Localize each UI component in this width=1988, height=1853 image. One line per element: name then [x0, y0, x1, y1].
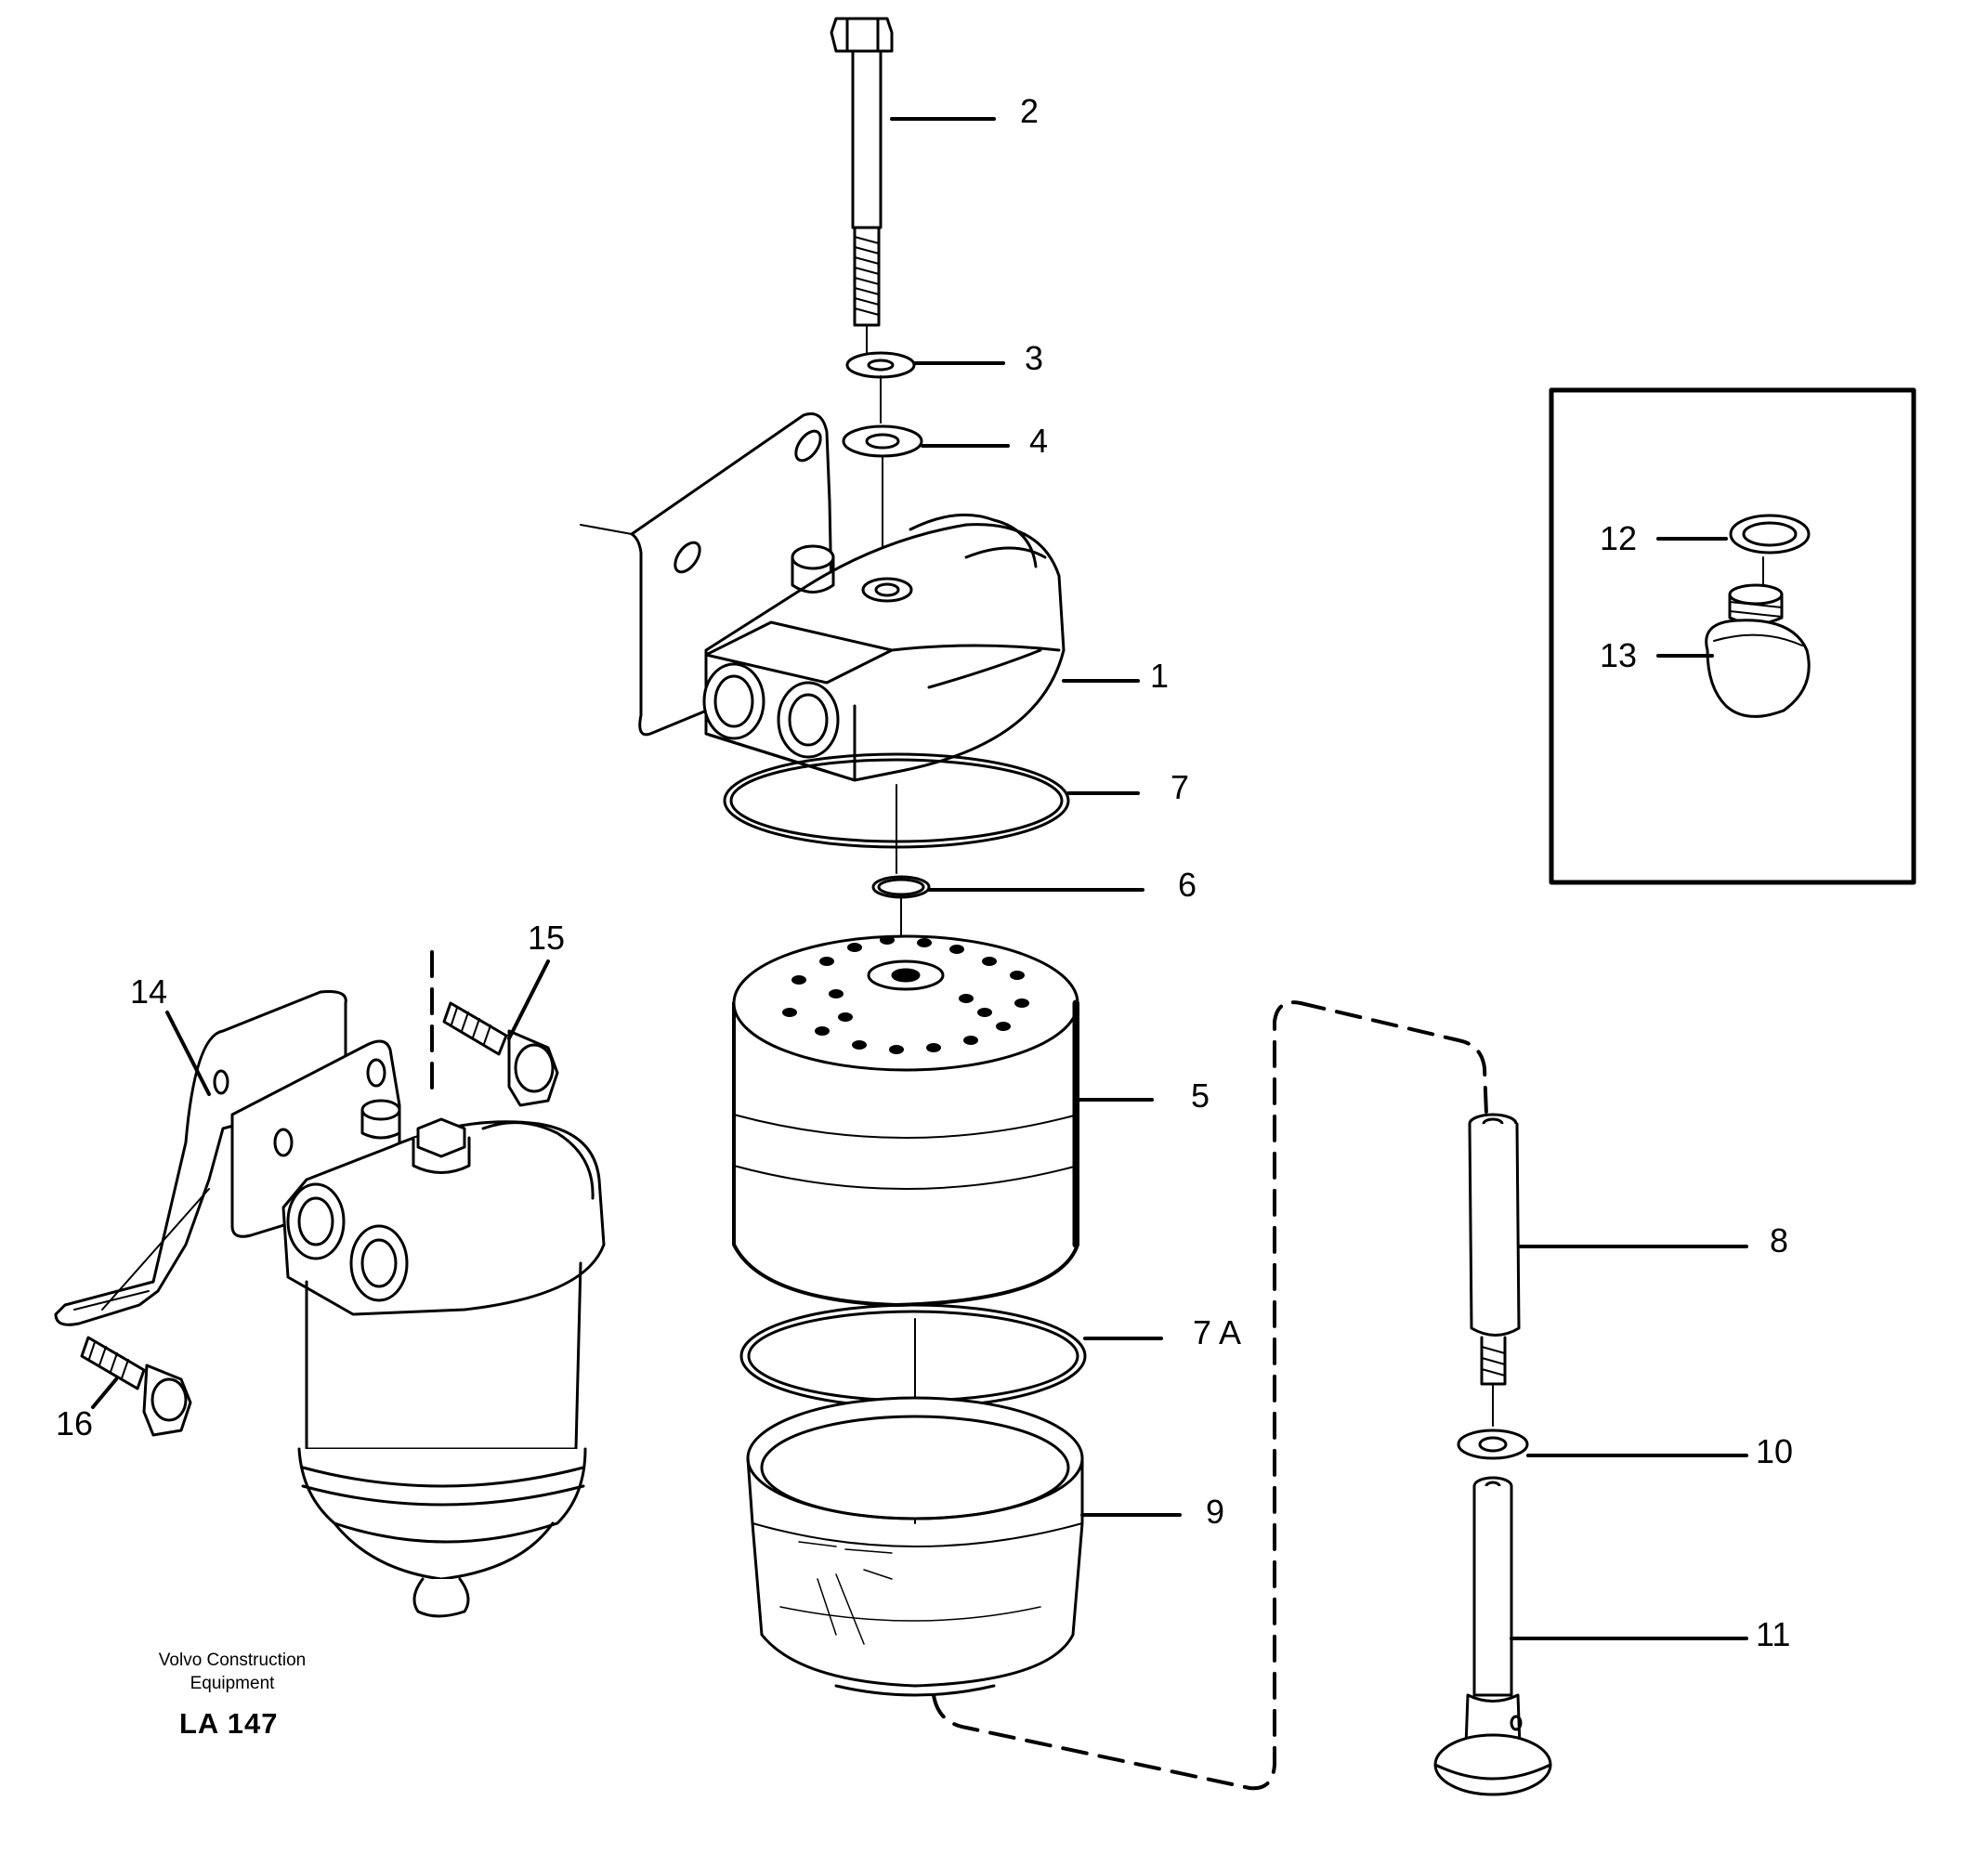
filter-head-part	[580, 412, 1066, 782]
drawing-code: LA 147	[179, 1707, 279, 1740]
pump-handle-part	[1433, 1476, 1552, 1796]
callout-11: 11	[1756, 1615, 1790, 1653]
washer-part	[845, 351, 916, 424]
callout-12: 12	[1600, 519, 1637, 557]
callout-16: 16	[56, 1404, 93, 1442]
callout-2: 2	[1020, 92, 1039, 130]
callout-4: 4	[1029, 422, 1048, 460]
callout-3: 3	[1025, 339, 1043, 377]
screw-15-part	[442, 1001, 559, 1107]
callout-14: 14	[130, 972, 167, 1011]
leader-lines	[91, 117, 1748, 1640]
filter-cartridge-part	[732, 934, 1079, 1307]
callout-15: 15	[528, 919, 565, 957]
caption-line-2: Equipment	[190, 1674, 275, 1693]
filter-holes	[782, 935, 1029, 1054]
inset-box	[1549, 387, 1916, 885]
callout-labels: 2 3 4 1 7 6 15 14 5 8 7 A 10 9 16 11 12 …	[56, 92, 1793, 1653]
callout-10: 10	[1756, 1432, 1793, 1470]
screw-16-part	[80, 1336, 192, 1437]
callout-8: 8	[1770, 1221, 1788, 1259]
dashed-connectors	[430, 950, 1488, 1791]
callout-1: 1	[1150, 657, 1169, 695]
caption-line-1: Volvo Construction	[158, 1651, 307, 1670]
bolt-part	[830, 17, 894, 359]
o-ring-part	[723, 752, 1070, 874]
water-trap-bowl-part	[746, 1396, 1084, 1697]
callout-7a: 7 A	[1193, 1313, 1241, 1351]
pump-washer-part	[1457, 1429, 1529, 1460]
callout-6: 6	[1178, 866, 1197, 904]
pump-piston-part	[1468, 1113, 1521, 1427]
callout-13: 13	[1600, 636, 1637, 674]
callout-5: 5	[1191, 1077, 1210, 1115]
callout-9: 9	[1206, 1493, 1224, 1531]
callout-7: 7	[1171, 768, 1189, 806]
assembled-filter-view	[54, 990, 606, 1618]
seal-washer-part	[842, 424, 923, 572]
